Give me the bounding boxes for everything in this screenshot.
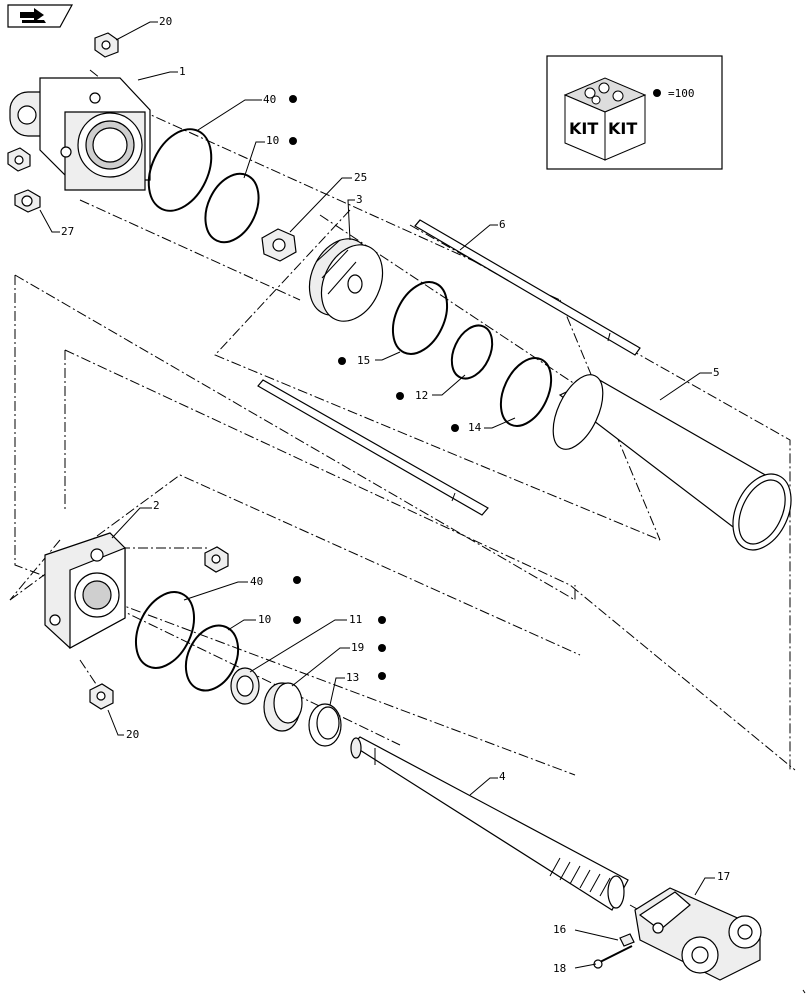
label-3: 3 xyxy=(356,193,363,206)
part-14-seal xyxy=(499,357,553,427)
kit-text-right: KIT xyxy=(608,119,637,138)
label-13: 13 xyxy=(346,671,359,684)
label-40-lower: 40 xyxy=(250,575,263,588)
part-20-nut-bottom xyxy=(89,683,114,710)
part-4-piston-rod xyxy=(350,736,629,911)
label-18: 18 xyxy=(553,962,566,975)
nut-lower-right xyxy=(204,546,229,573)
part-15-seal xyxy=(391,281,449,355)
label-2: 2 xyxy=(153,499,160,512)
kit-bullet xyxy=(653,89,661,97)
kit-legend: KIT KIT =100 xyxy=(546,55,723,170)
label-16: 16 xyxy=(553,923,566,936)
part-10-backup-ring-upper xyxy=(204,172,260,244)
part-18-screw xyxy=(593,945,633,969)
part-17-rod-clevis xyxy=(634,887,762,981)
part-20-nut-mid xyxy=(7,147,31,172)
part-labels: 1 2 3 4 5 6 10 10 11 12 13 14 15 16 17 1… xyxy=(61,15,730,975)
rod-thread xyxy=(549,857,611,897)
label-15: 15 xyxy=(357,354,370,367)
corner-mark xyxy=(802,989,806,994)
part-6-tie-rod-lower xyxy=(257,379,489,516)
part-6-tie-rod-upper xyxy=(414,219,641,356)
part-19-bushing xyxy=(263,682,303,732)
part-10-backup-ring-lower xyxy=(184,624,240,692)
label-6: 6 xyxy=(499,218,506,231)
label-19: 19 xyxy=(351,641,364,654)
part-1-rear-head xyxy=(9,77,151,191)
label-4: 4 xyxy=(499,770,506,783)
centerlines xyxy=(9,69,796,946)
part-27-plug xyxy=(14,189,41,213)
leader-lines xyxy=(39,21,715,969)
label-14: 14 xyxy=(468,421,482,434)
label-12: 12 xyxy=(415,389,428,402)
part-3-piston xyxy=(308,238,384,322)
part-13-ring xyxy=(308,703,342,747)
part-5-barrel xyxy=(552,374,792,551)
label-10-lower: 10 xyxy=(258,613,271,626)
label-20-upper: 20 xyxy=(159,15,172,28)
next-page-arrow-icon xyxy=(20,8,46,23)
label-1: 1 xyxy=(179,65,186,78)
part-2-front-head xyxy=(44,532,126,650)
label-25: 25 xyxy=(354,171,367,184)
part-20-nut-top xyxy=(94,32,119,58)
nav-button[interactable] xyxy=(7,4,74,28)
label-17: 17 xyxy=(717,870,730,883)
label-5: 5 xyxy=(713,366,720,379)
label-10-upper: 10 xyxy=(266,134,279,147)
label-11: 11 xyxy=(349,613,362,626)
part-11-wiper xyxy=(230,667,260,705)
part-40-oring-upper xyxy=(147,128,213,212)
kit-text-left: KIT xyxy=(569,119,598,138)
kit-box-icon: KIT KIT xyxy=(563,77,647,161)
part-12-seal xyxy=(450,324,494,380)
label-27: 27 xyxy=(61,225,74,238)
kit-bullets xyxy=(289,95,459,680)
part-40-oring-lower xyxy=(134,591,196,669)
label-40-upper: 40 xyxy=(263,93,276,106)
part-25-nut xyxy=(261,228,297,262)
label-20-lower: 20 xyxy=(126,728,139,741)
part-16-grease-fitting xyxy=(619,933,635,947)
kit-equals-label: =100 xyxy=(668,87,695,100)
